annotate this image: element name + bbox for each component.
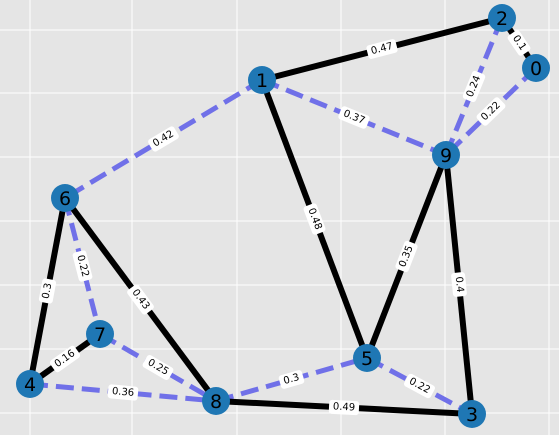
edge-weight-label: 0.36 [107,384,139,401]
node-label: 1 [256,70,268,92]
edge-weight-label: 0.35 [395,240,418,273]
node-label: 5 [361,348,373,370]
node-circle [522,54,550,82]
edge-weight-label: 0.3 [38,278,57,304]
edge-weight-box [278,370,305,389]
edge-weight-text: 0.49 [333,401,356,413]
edge-weight-label: 0.1 [507,30,531,56]
edge-weight-box [107,384,139,401]
node-label: 3 [466,404,478,426]
edge-weight-box [303,203,326,235]
edge-weight-box [462,70,486,103]
edge-1-9 [261,77,447,158]
node-circle [202,387,230,415]
node-label: 8 [210,391,222,413]
edge-weight-text: 0.3 [41,282,55,300]
node-circle [51,184,79,212]
edge-weight-label: 0.24 [462,70,486,103]
node-0: 0 [522,54,550,82]
edge-weight-label: 0.3 [278,370,305,389]
node-circle [86,320,114,348]
node-8: 8 [202,387,230,415]
edge-weight-box [49,345,81,373]
node-circle [458,400,486,428]
edge-weight-box [404,373,435,399]
node-2: 2 [488,4,516,32]
node-label: 2 [496,8,508,30]
edge-weight-text: 0.47 [370,41,394,57]
node-6: 6 [51,184,79,212]
edge-weight-text: 0.4 [453,276,466,293]
edge-weight-label: 0.49 [328,399,360,416]
node-label: 9 [440,145,452,167]
edge-weight-box [395,240,418,273]
edge-weight-box [451,272,467,297]
edge-weight-box [328,399,360,416]
edge-weight-box [38,278,57,304]
node-5: 5 [353,344,381,372]
edge-weight-text: 0.3 [282,372,300,387]
node-3: 3 [458,400,486,428]
edge-weight-label: 0.37 [338,106,370,129]
edge-weight-box [148,126,179,152]
edge-weight-box [507,30,531,56]
nodes: 0 1 2 3 4 5 6 7 8 9 [16,4,550,428]
edge-weight-label: 0.4 [451,272,467,297]
edge-weight-box [338,106,370,129]
edge-6-7 [62,197,103,335]
node-4: 4 [16,370,44,398]
node-circle [16,370,44,398]
node-circle [248,66,276,94]
node-label: 4 [24,374,36,396]
node-circle [432,141,460,169]
node-circle [353,344,381,372]
edge-weight-box [72,250,93,282]
edge-weight-text: 0.36 [111,386,134,399]
edge-weight-box [127,284,154,315]
node-circle [488,4,516,32]
edge-weight-label: 0.48 [303,203,326,235]
node-label: 0 [530,58,542,80]
edge-weight-text: 0.22 [74,254,90,278]
edge-weight-box [366,39,398,59]
edge-weight-label: 0.22 [72,250,93,282]
node-9: 9 [432,141,460,169]
edge-weight-box [476,97,506,126]
node-7: 7 [86,320,114,348]
edge-weight-box [142,355,174,380]
node-label: 6 [59,188,71,210]
node-label: 7 [94,324,106,346]
node-1: 1 [248,66,276,94]
edge-weight-label: 0.47 [366,39,398,59]
